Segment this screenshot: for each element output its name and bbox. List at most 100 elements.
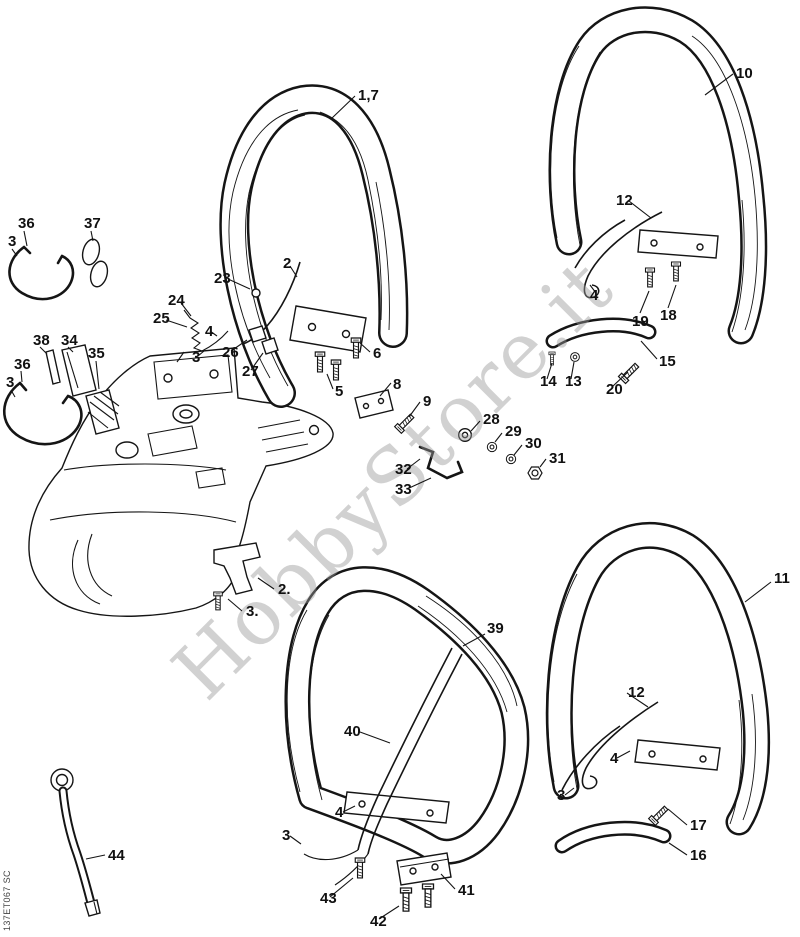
callout-36a: 36 bbox=[18, 215, 35, 232]
screw-42a bbox=[399, 887, 413, 912]
grip-ribs bbox=[228, 109, 390, 387]
callout-3e: 3 bbox=[557, 787, 565, 804]
cable-ring bbox=[251, 288, 261, 298]
plate-hole bbox=[362, 402, 370, 410]
callout-3d: 3. bbox=[246, 603, 259, 620]
grip-ribs bbox=[286, 595, 518, 801]
screw-5b bbox=[330, 359, 342, 381]
bracket-hole bbox=[699, 755, 707, 763]
callout-3a: 3 bbox=[8, 233, 16, 250]
heating-cable-12 bbox=[574, 211, 663, 299]
screw-17 bbox=[648, 803, 671, 826]
callout-40: 40 bbox=[344, 723, 361, 740]
callout-30: 30 bbox=[525, 435, 542, 452]
bracket-32-33 bbox=[418, 445, 464, 480]
cushion-16-fill bbox=[557, 823, 669, 851]
callout-6: 6 bbox=[373, 345, 381, 362]
callout-37: 37 bbox=[84, 215, 101, 232]
socket-head-inner bbox=[55, 773, 69, 787]
callout-15: 15 bbox=[659, 353, 676, 370]
block-34-line bbox=[66, 351, 79, 389]
tube-fill bbox=[286, 568, 527, 863]
screw-42b bbox=[421, 883, 435, 908]
tube-fill bbox=[221, 86, 406, 406]
callout-27: 27 bbox=[242, 363, 259, 380]
callout-26: 26 bbox=[222, 344, 239, 361]
callout-38: 38 bbox=[33, 332, 50, 349]
callout-43: 43 bbox=[320, 890, 337, 907]
callout-13: 13 bbox=[565, 373, 582, 390]
callout-12b: 12 bbox=[628, 684, 645, 701]
nut-31 bbox=[527, 466, 543, 480]
callout-4c: 4 bbox=[610, 750, 619, 767]
callout-34: 34 bbox=[61, 332, 78, 349]
screw-18 bbox=[670, 261, 682, 282]
tube-fill bbox=[551, 8, 765, 342]
callout-29: 29 bbox=[505, 423, 522, 440]
fasteners-and-plates bbox=[314, 337, 543, 480]
mount-hole bbox=[163, 373, 173, 383]
callout-16: 16 bbox=[690, 847, 707, 864]
ring-30 bbox=[505, 453, 517, 465]
heating-cable-12 bbox=[561, 701, 659, 791]
handlebar-39 bbox=[284, 566, 530, 912]
callout-36b: 36 bbox=[14, 356, 31, 373]
saw-housing-details bbox=[49, 354, 309, 605]
callout-5: 5 bbox=[335, 383, 343, 400]
callout-19: 19 bbox=[632, 313, 649, 330]
throttle-cable bbox=[242, 261, 301, 345]
bracket-hole bbox=[648, 750, 656, 758]
callout-3f: 3 bbox=[282, 827, 290, 844]
plate-8 bbox=[354, 389, 394, 419]
loop-straps-and-clips bbox=[3, 238, 120, 446]
callout-2b: 2. bbox=[278, 581, 291, 598]
clip-37-upper bbox=[81, 238, 101, 266]
leader-lines bbox=[10, 73, 772, 920]
screw-5a bbox=[314, 351, 326, 373]
block-34 bbox=[61, 344, 97, 397]
grip-ribs bbox=[550, 35, 758, 333]
callout-4b: 4 bbox=[205, 323, 214, 340]
callout-44: 44 bbox=[108, 847, 125, 864]
handlebar-11 bbox=[545, 521, 771, 854]
wire-loop-36a bbox=[8, 245, 75, 301]
block-hole bbox=[409, 867, 417, 875]
block-hole bbox=[431, 863, 439, 871]
plate-hole bbox=[341, 329, 351, 339]
chain-catcher-bracket bbox=[213, 542, 261, 595]
cable-adjuster bbox=[248, 325, 279, 355]
clamp-block-41 bbox=[396, 852, 452, 886]
callout-12a: 12 bbox=[616, 192, 633, 209]
callout-28: 28 bbox=[483, 411, 500, 428]
callout-labels: 1,7 10 36 3 37 12 4 19 18 23 2 24 25 4 3… bbox=[6, 65, 790, 930]
callout-14: 14 bbox=[540, 373, 557, 390]
callout-20: 20 bbox=[606, 381, 623, 398]
rod-38 bbox=[45, 349, 61, 385]
callout-18: 18 bbox=[660, 307, 677, 324]
cable-spring bbox=[176, 309, 229, 363]
callout-3b: 3 bbox=[192, 349, 200, 366]
plate-hole bbox=[307, 322, 317, 332]
mount-hole bbox=[209, 369, 219, 379]
callout-3c: 3 bbox=[6, 374, 14, 391]
callout-42: 42 bbox=[370, 913, 387, 930]
callout-25: 25 bbox=[153, 310, 170, 327]
heating-cables-40 bbox=[357, 647, 463, 855]
bracket-hole bbox=[358, 800, 366, 808]
plate-hole bbox=[377, 397, 385, 405]
callout-17: 17 bbox=[690, 817, 707, 834]
callout-39: 39 bbox=[487, 620, 504, 637]
callout-4a: 4 bbox=[590, 287, 599, 304]
mount-bracket bbox=[637, 229, 719, 259]
tube-fill bbox=[548, 524, 768, 833]
handlebar-mount-plate bbox=[289, 305, 367, 353]
image-code: 137ET067 SC bbox=[2, 870, 12, 931]
clip-37-lower bbox=[89, 260, 109, 288]
callout-33: 33 bbox=[395, 481, 412, 498]
callout-31: 31 bbox=[549, 450, 566, 467]
callout-4d: 4 bbox=[335, 804, 344, 821]
callout-23: 23 bbox=[214, 270, 231, 287]
wrench-arm-fill bbox=[60, 788, 94, 906]
